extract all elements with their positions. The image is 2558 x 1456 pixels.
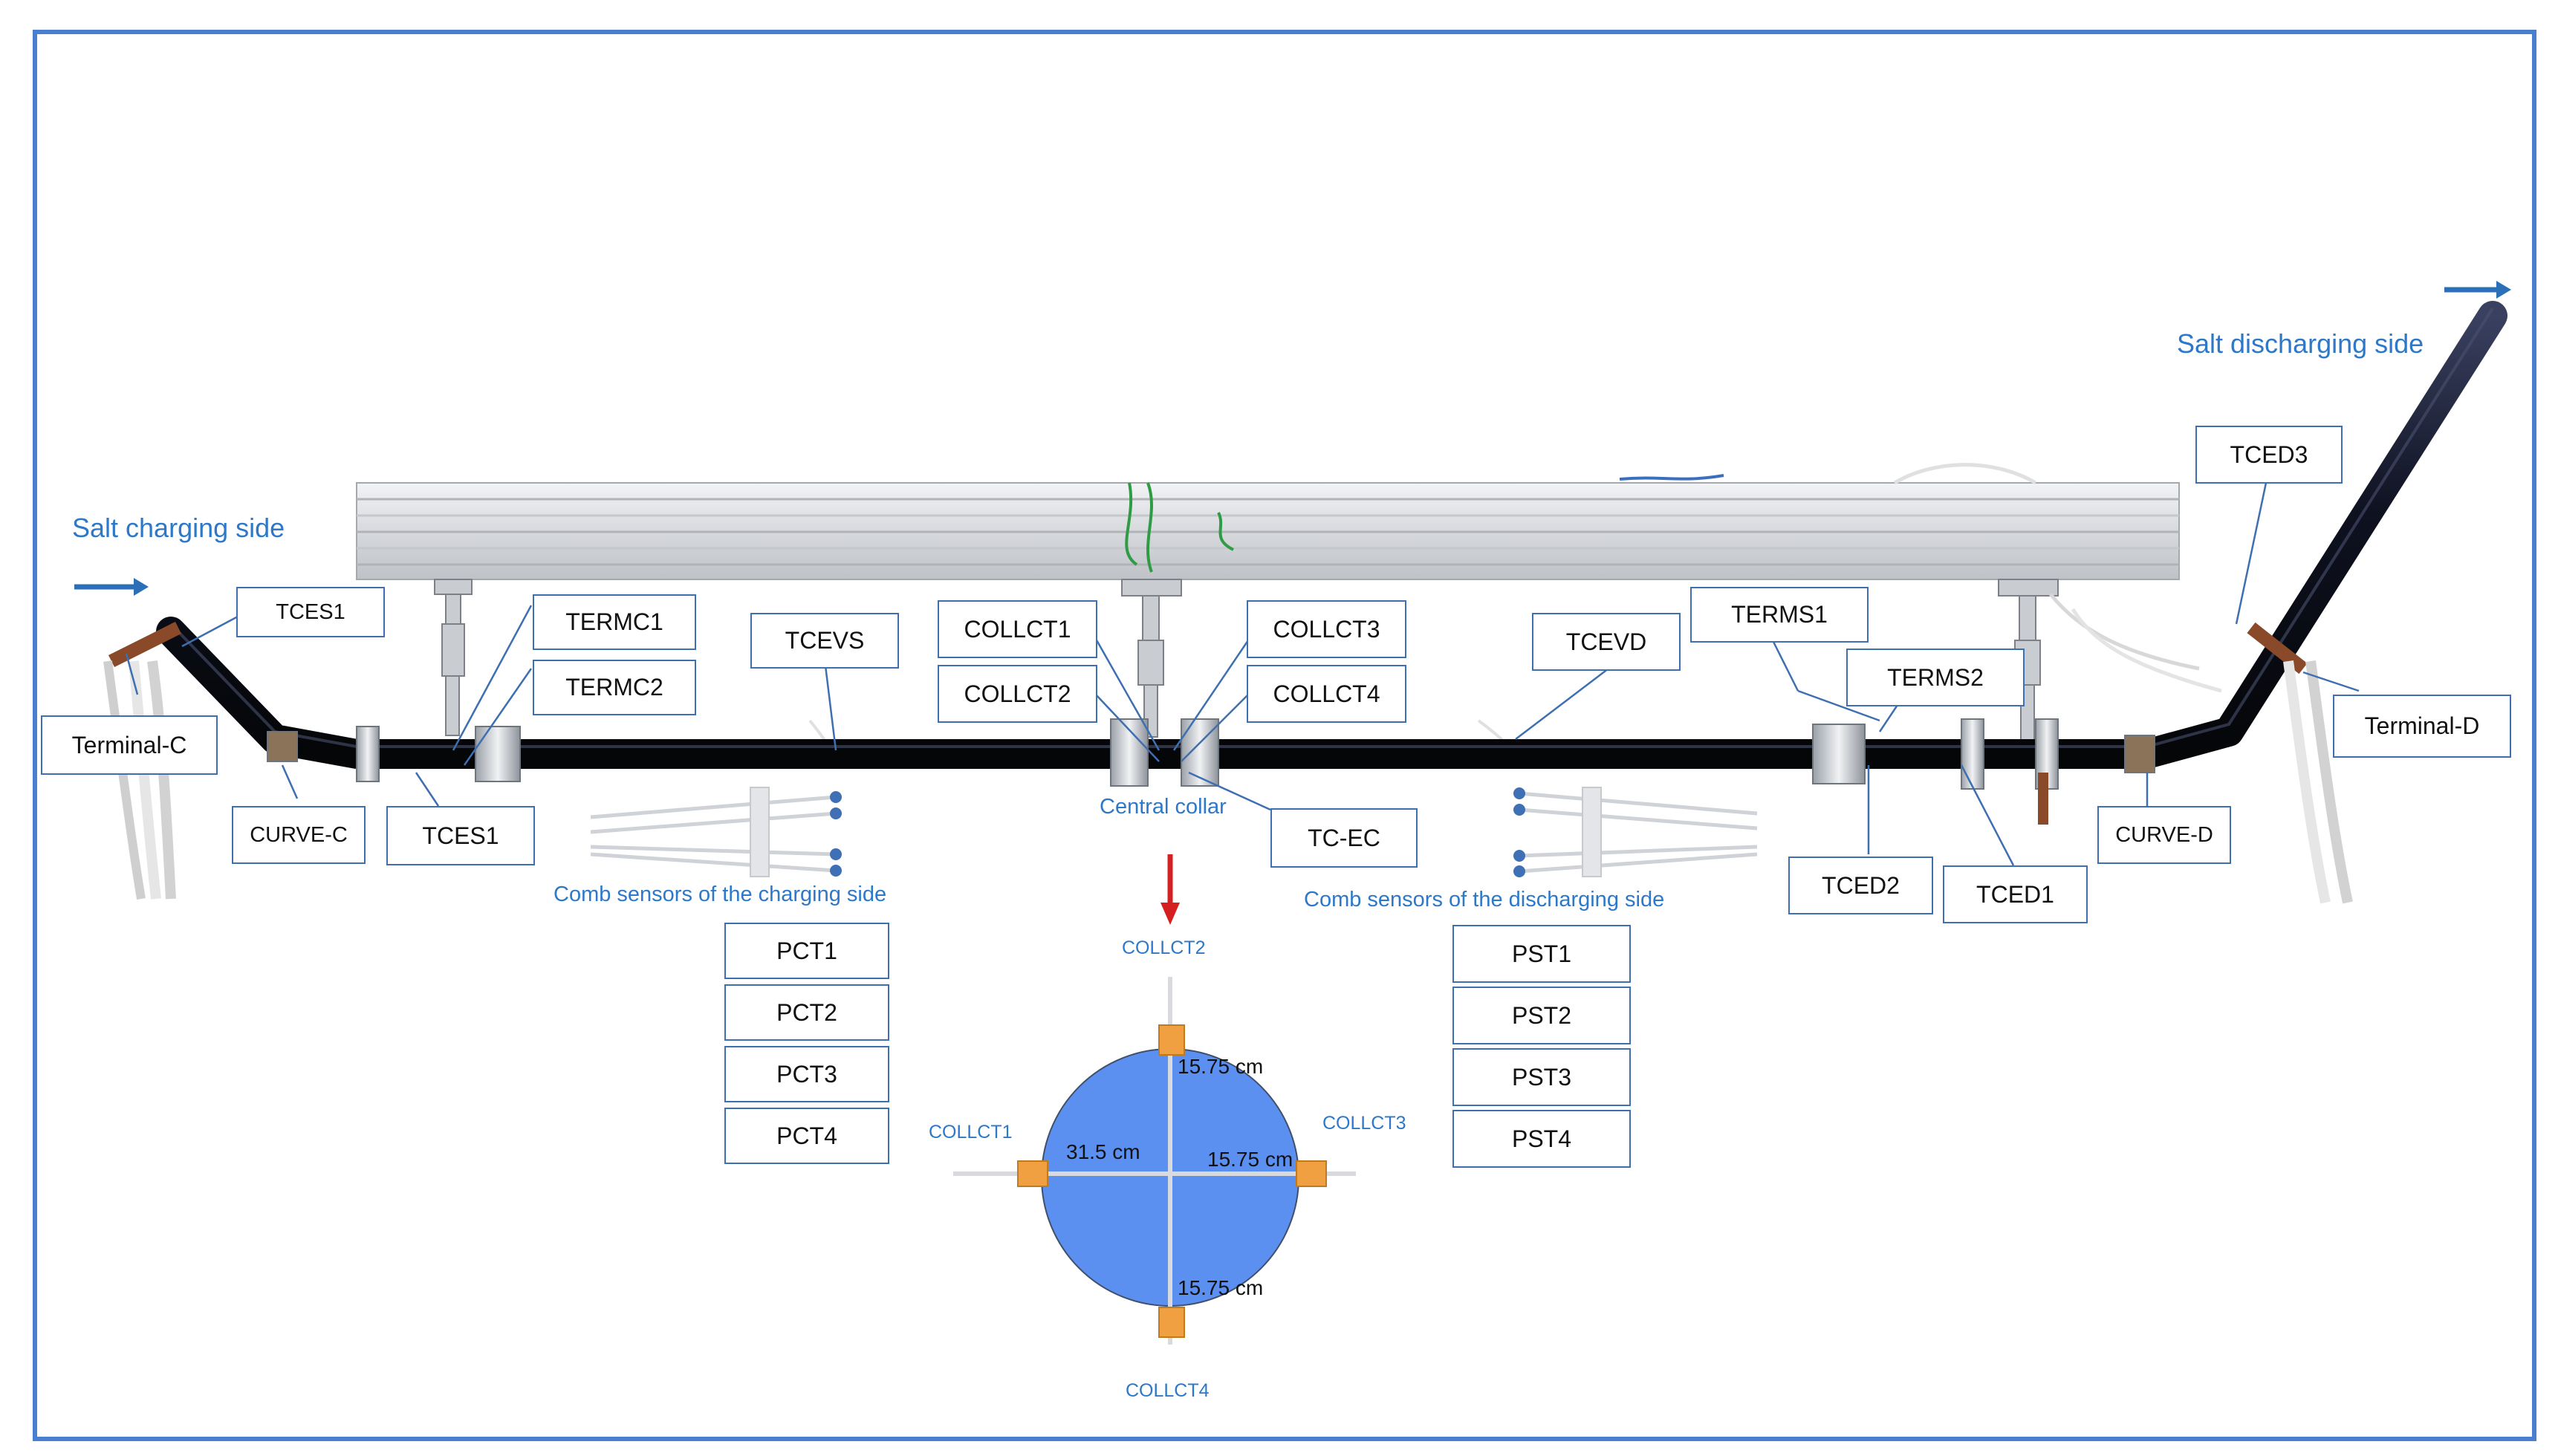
comb-sensor-charging (590, 787, 837, 877)
sensor-collct3 (1296, 1160, 1327, 1187)
main-pipe (156, 301, 2507, 769)
sensor-collct2 (1158, 1024, 1185, 1056)
label-termc2: TERMC2 (533, 660, 696, 715)
sensor-collct1 (1017, 1160, 1048, 1187)
support-beam (356, 482, 2180, 580)
measure-radius-bottom: 15.75 cm (1178, 1276, 1264, 1299)
comb-sensor-dots (830, 787, 1525, 877)
label-tced3: TCED3 (2195, 426, 2343, 484)
label-terminal-c: Terminal-C (41, 715, 218, 775)
arrow-discharging-out (2444, 281, 2511, 299)
label-pst3: PST3 (1452, 1048, 1631, 1106)
comb-sensor-discharging (1519, 787, 1758, 877)
measure-diameter: 31.5 cm (1066, 1140, 1140, 1163)
label-tc-ec: TC-EC (1270, 808, 1418, 868)
sensor-collct4 (1158, 1307, 1185, 1338)
cross-label-collct1: COLLCT1 (929, 1122, 1013, 1143)
label-termc1: TERMC1 (533, 594, 696, 650)
cross-label-collct4: COLLCT4 (1126, 1380, 1210, 1401)
label-pst2: PST2 (1452, 987, 1631, 1044)
figure-border (33, 30, 2536, 1441)
label-collct3: COLLCT3 (1247, 600, 1406, 658)
cross-label-collct2: COLLCT2 (1122, 937, 1206, 958)
label-terms2: TERMS2 (1846, 649, 2025, 706)
label-pst1: PST1 (1452, 925, 1631, 983)
hangers (434, 579, 2059, 741)
label-curve-c: CURVE-C (232, 806, 366, 864)
cross-label-collct3: COLLCT3 (1322, 1113, 1406, 1134)
label-terminal-d: Terminal-D (2333, 695, 2511, 758)
label-pct3: PCT3 (724, 1046, 889, 1102)
measure-radius-top: 15.75 cm (1178, 1055, 1264, 1078)
label-tces1-top: TCES1 (236, 587, 385, 637)
label-collct2: COLLCT2 (938, 665, 1097, 723)
leader-lines (125, 482, 2360, 866)
label-tcevd: TCEVD (1532, 613, 1681, 671)
label-collct4: COLLCT4 (1247, 665, 1406, 723)
label-terms1: TERMS1 (1690, 587, 1869, 643)
label-tces1-bottom: TCES1 (386, 806, 535, 865)
arrow-down-red (1160, 854, 1180, 925)
label-pst4: PST4 (1452, 1110, 1631, 1168)
label-pct4: PCT4 (724, 1108, 889, 1164)
label-tced1: TCED1 (1943, 865, 2088, 923)
label-pct1: PCT1 (724, 923, 889, 979)
arrow-charging-in (74, 578, 149, 596)
caption-comb-charging: Comb sensors of the charging side (554, 883, 887, 906)
terminal-fittings (103, 621, 2353, 904)
label-tced2: TCED2 (1788, 857, 1933, 914)
caption-comb-discharging: Comb sensors of the discharging side (1304, 888, 1665, 911)
caption-salt-discharging-side: Salt discharging side (2177, 328, 2424, 359)
label-tcevs: TCEVS (750, 613, 899, 669)
caption-central-collar: Central collar (1100, 795, 1227, 819)
label-collct1: COLLCT1 (938, 600, 1097, 658)
label-curve-d: CURVE-D (2097, 806, 2231, 864)
caption-salt-charging-side: Salt charging side (72, 513, 285, 543)
label-pct2: PCT2 (724, 984, 889, 1041)
cross-section (953, 977, 1356, 1345)
measure-radius-right: 15.75 cm (1207, 1148, 1293, 1171)
